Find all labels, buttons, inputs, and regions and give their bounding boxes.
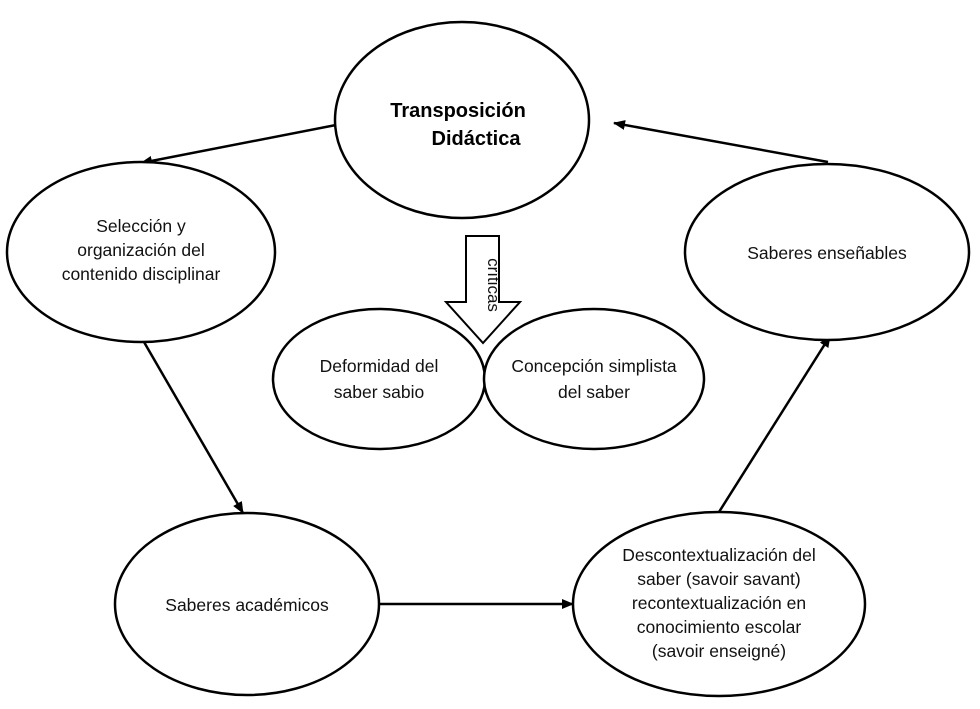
deformidad-line2: saber sabio [334,382,424,402]
descontextualizacion-line2: saber (savoir savant) [637,569,800,589]
node-saberes-academicos: Saberes académicos [113,511,381,697]
criticas-label: críticas [484,258,503,312]
concepcion-line2: del saber [558,382,630,402]
center-title-line1: Transposición [390,100,526,122]
academicos-line1: Saberes académicos [165,595,329,615]
descontextualizacion-line3: recontextualización en [632,593,806,613]
node-concepcion: Concepción simplista del saber [482,307,706,451]
descontextualizacion-line5: (savoir enseigné) [652,641,786,661]
seleccion-line3: contenido disciplinar [62,264,221,284]
seleccion-line2: organización del [77,240,204,260]
criticas-block-arrow: críticas [443,235,523,345]
arrow-center-to-seleccion [140,123,337,166]
descontextualizacion-line4: conocimiento escolar [637,617,802,637]
arrow-descontextualizacion-to-ensenables [717,335,832,513]
seleccion-line1: Selección y [96,216,186,236]
ensenables-line1: Saberes enseñables [747,243,907,263]
node-transposicion-didactica: Transposición Didáctica [333,20,591,220]
concepcion-line1: Concepción simplista [511,356,677,376]
center-title-line2: Didáctica [432,128,522,150]
arrow-ensenables-to-center [613,120,829,164]
descontextualizacion-line1: Descontextualización del [622,545,816,565]
deformidad-line1: Deformidad del [320,356,439,376]
node-deformidad: Deformidad del saber sabio [271,307,487,451]
node-descontextualizacion: Descontextualización del saber (savoir s… [571,510,867,698]
node-seleccion: Selección y organización del contenido d… [5,160,277,344]
arrow-seleccion-to-academicos [142,341,245,514]
node-saberes-ensenables: Saberes enseñables [683,162,971,342]
